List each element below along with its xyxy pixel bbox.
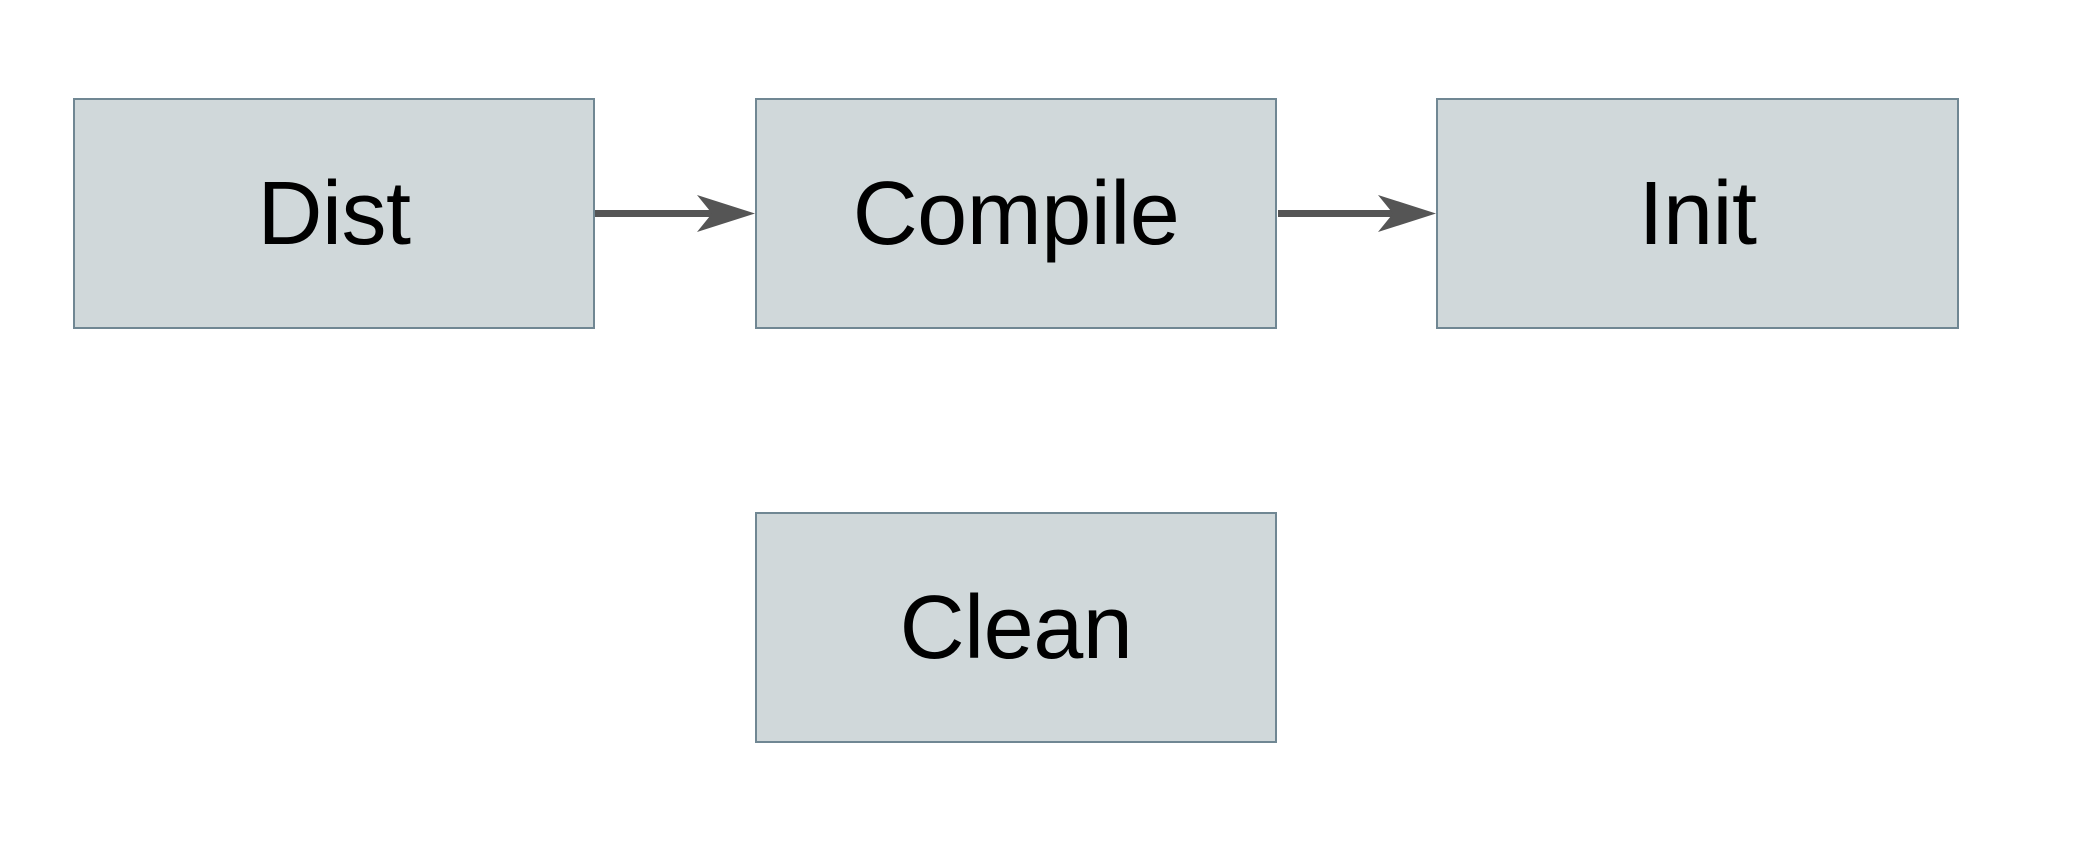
node-label-init: Init <box>1638 163 1757 264</box>
node-compile[interactable]: Compile <box>755 98 1277 329</box>
node-dist[interactable]: Dist <box>73 98 595 329</box>
edge-compile-to-init[interactable] <box>1278 195 1436 232</box>
node-label-compile: Compile <box>852 163 1180 264</box>
node-clean[interactable]: Clean <box>755 512 1277 743</box>
node-init[interactable]: Init <box>1436 98 1959 329</box>
edge-dist-to-compile[interactable] <box>595 195 755 232</box>
node-label-clean: Clean <box>899 577 1133 678</box>
node-label-dist: Dist <box>257 163 412 264</box>
